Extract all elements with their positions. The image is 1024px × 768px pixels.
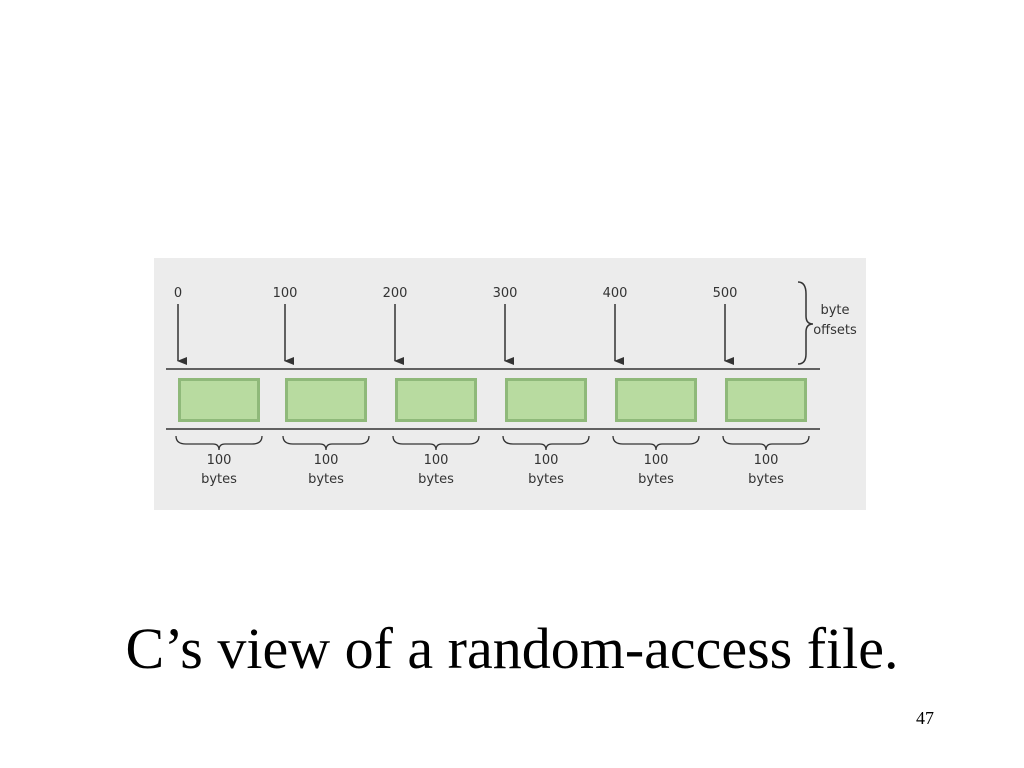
record-brace: [392, 435, 480, 451]
offsets-label-line2: offsets: [813, 323, 857, 338]
record-block-face: [181, 381, 257, 419]
record-size-label: 100: [207, 453, 232, 468]
record-size-label: 100: [754, 453, 779, 468]
record-size-label: 100: [314, 453, 339, 468]
page-number: 47: [916, 708, 934, 728]
record-unit-label: bytes: [528, 472, 564, 487]
record-unit-label: bytes: [638, 472, 674, 487]
record-block: 100 bytes: [282, 378, 370, 487]
slide-caption: C’s view of a random-access file.: [125, 616, 899, 681]
record-unit-label: bytes: [201, 472, 237, 487]
record-block: 100 bytes: [392, 378, 480, 487]
record-unit-label: bytes: [748, 472, 784, 487]
offsets-brace: [797, 281, 814, 365]
offsets-label-line1: byte: [820, 303, 849, 318]
record-unit-label: bytes: [308, 472, 344, 487]
offset-label: 400: [603, 286, 628, 301]
record-block: 100 bytes: [175, 378, 263, 487]
offset-label: 500: [713, 286, 738, 301]
offset-label: 300: [493, 286, 518, 301]
record-block-face: [288, 381, 364, 419]
record-size-label: 100: [534, 453, 559, 468]
record-size-label: 100: [424, 453, 449, 468]
record-block: 100 bytes: [722, 378, 810, 487]
record-brace: [612, 435, 700, 451]
offset-label: 0: [174, 286, 182, 301]
random-access-file-diagram: 0 100 200 300 400 500 100 bytes 100 bytes 100 byte…: [166, 281, 857, 487]
record-brace: [502, 435, 590, 451]
offset-label: 200: [383, 286, 408, 301]
record-block-face: [728, 381, 804, 419]
offset-label: 100: [273, 286, 298, 301]
record-brace: [722, 435, 810, 451]
figure-panel: 0 100 200 300 400 500 100 bytes 100 bytes 100 byte…: [154, 258, 866, 510]
record-block-face: [618, 381, 694, 419]
record-block-face: [398, 381, 474, 419]
record-block-face: [508, 381, 584, 419]
record-brace: [175, 435, 263, 451]
record-size-label: 100: [644, 453, 669, 468]
record-block: 100 bytes: [502, 378, 590, 487]
record-block: 100 bytes: [612, 378, 700, 487]
record-unit-label: bytes: [418, 472, 454, 487]
record-brace: [282, 435, 370, 451]
